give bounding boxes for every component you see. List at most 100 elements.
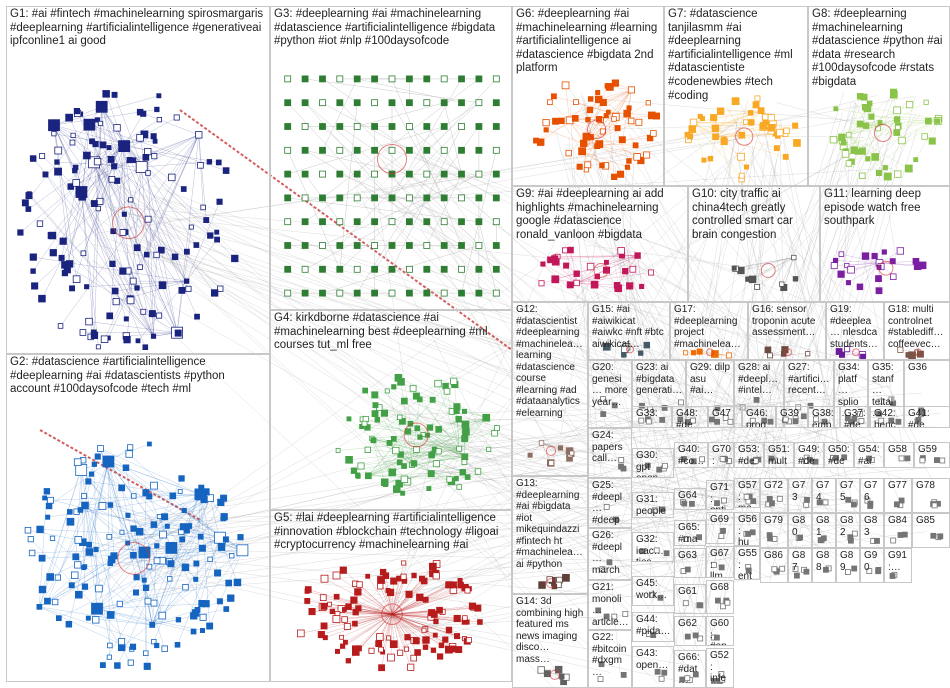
vertex-node — [185, 528, 190, 533]
vertex-node — [389, 469, 396, 476]
vertex-node — [564, 263, 569, 268]
internal-edge — [322, 79, 357, 150]
vertex-node — [678, 400, 683, 405]
group-g12-label: G12: #datascientist #deeplearning #machi… — [516, 304, 585, 419]
vertex-node — [372, 219, 378, 225]
vertex-node — [120, 530, 124, 534]
vertex-node — [144, 252, 149, 257]
vertex-node — [754, 397, 759, 402]
group-g21: G21: monoli… article… — [588, 580, 632, 630]
group-g2-nodes — [7, 355, 269, 681]
group-g64-label: G64 — [678, 490, 703, 502]
vertex-node — [935, 119, 940, 124]
group-g44: G44: #pida… — [632, 612, 674, 642]
group-g23-label: G23: ai #bigdata generati… — [636, 362, 683, 397]
vertex-node — [770, 501, 775, 506]
vertex-node — [659, 676, 664, 681]
vertex-node — [323, 636, 327, 640]
vertex-node — [114, 178, 119, 183]
vertex-node — [406, 266, 412, 272]
vertex-node — [215, 230, 219, 234]
vertex-node — [462, 409, 466, 413]
vertex-node — [66, 261, 73, 268]
vertex-node — [342, 608, 346, 612]
vertex-node — [84, 152, 91, 159]
vertex-node — [130, 278, 136, 284]
vertex-node — [623, 268, 629, 274]
vertex-node — [458, 578, 462, 582]
vertex-node — [379, 647, 384, 652]
vertex-node — [228, 595, 235, 602]
vertex-node — [195, 607, 200, 612]
vertex-node — [646, 419, 651, 424]
vertex-node — [457, 446, 462, 451]
vertex-node — [112, 164, 117, 169]
vertex-node — [869, 114, 874, 119]
vertex-node — [142, 578, 146, 582]
vertex-node — [441, 100, 447, 106]
vertex-node — [839, 252, 844, 257]
vertex-node — [755, 284, 760, 289]
vertex-node — [194, 577, 198, 581]
group-g1-label: G1: #ai #fintech #machinelearning spiros… — [10, 8, 267, 49]
vertex-node — [29, 550, 35, 556]
vertex-node — [401, 574, 406, 579]
internal-edge — [288, 150, 340, 269]
vertex-node — [376, 641, 382, 647]
vertex-node — [388, 654, 395, 661]
group-g56: G56: hu… — [734, 512, 760, 546]
vertex-node — [356, 474, 360, 478]
internal-edge — [394, 387, 486, 418]
vertex-node — [418, 397, 423, 402]
vertex-node — [460, 469, 466, 475]
vertex-node — [401, 476, 408, 483]
vertex-node — [184, 249, 189, 254]
vertex-node — [398, 415, 403, 420]
vertex-node — [43, 496, 47, 500]
vertex-node — [302, 195, 308, 201]
vertex-node — [476, 124, 482, 130]
vertex-node — [839, 134, 846, 141]
group-g7: G7: #datascience tanjilasmm #ai #deeplea… — [664, 6, 808, 186]
vertex-node — [59, 255, 64, 260]
vertex-node — [337, 290, 343, 296]
vertex-node — [119, 485, 125, 491]
vertex-node — [56, 616, 61, 621]
vertex-node — [337, 195, 343, 201]
vertex-node — [872, 154, 879, 161]
vertex-node — [26, 207, 31, 212]
vertex-node — [99, 503, 106, 510]
vertex-node — [614, 282, 620, 288]
vertex-node — [628, 87, 634, 93]
vertex-node — [406, 243, 412, 249]
vertex-node — [45, 598, 51, 604]
vertex-node — [424, 219, 430, 225]
vertex-node — [447, 582, 453, 588]
internal-edge — [398, 378, 486, 418]
group-g80: G80 — [788, 513, 812, 548]
group-g3: G3: #deeplearning #ai #machinelearning #… — [270, 6, 512, 310]
vertex-node — [180, 537, 185, 542]
vertex-node — [285, 266, 291, 272]
vertex-node — [372, 243, 378, 249]
vertex-node — [159, 612, 166, 619]
vertex-node — [67, 510, 72, 515]
vertex-node — [404, 647, 408, 651]
internal-edge — [89, 322, 177, 333]
vertex-node — [777, 496, 782, 501]
vertex-node — [427, 425, 433, 431]
vertex-node — [92, 462, 97, 467]
vertex-node — [55, 147, 62, 154]
group-g45: G45: work… — [632, 576, 674, 606]
group-g7-label: G7: #datascience tanjilasmm #ai #deeplea… — [668, 8, 805, 103]
vertex-node — [87, 542, 92, 547]
vertex-node — [238, 535, 243, 540]
vertex-node — [302, 171, 308, 177]
vertex-node — [150, 622, 155, 627]
vertex-node — [151, 334, 155, 338]
vertex-node — [758, 108, 764, 114]
group-g59: G59 — [914, 442, 950, 468]
vertex-node — [544, 128, 548, 132]
group-g51: G51: mult… — [764, 442, 794, 468]
vertex-node — [302, 219, 308, 225]
